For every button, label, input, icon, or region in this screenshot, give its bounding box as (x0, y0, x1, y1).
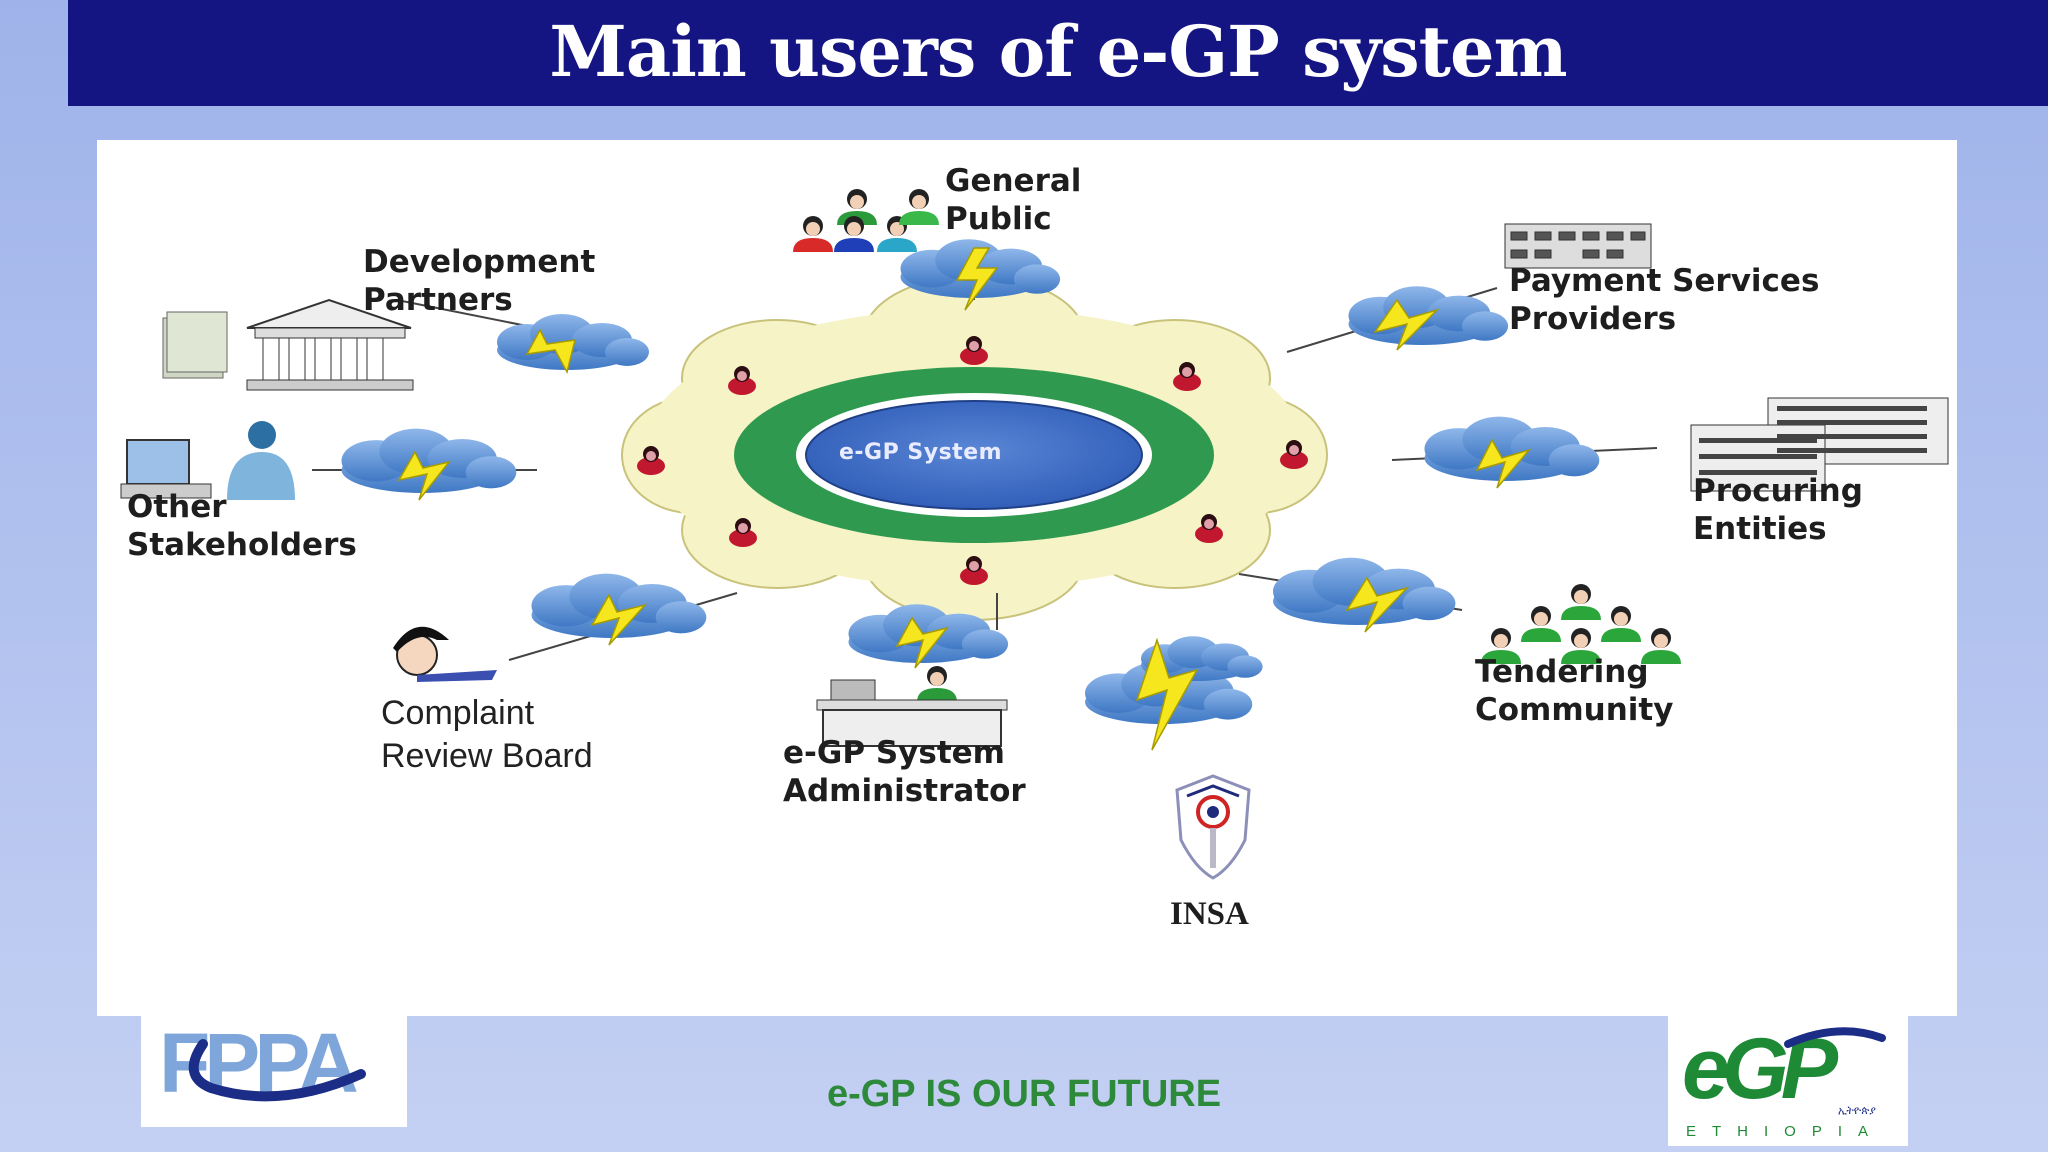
tendering-community-icon (1481, 584, 1681, 664)
tendering-community-label: Tendering Community (1475, 654, 1674, 728)
egp-logo: eGP ኢትዮጵያ ETHIOPIA (1668, 1014, 1908, 1146)
core-circle (805, 400, 1143, 510)
procuring-entities-label: Procuring Entities (1693, 473, 1863, 547)
insa-label: INSA (1170, 896, 1249, 932)
procuring-building-icon (1690, 397, 1949, 492)
development-partners-label: Development Partners (363, 244, 596, 318)
workstation-icon (120, 421, 295, 500)
slogan: e-GP IS OUR FUTURE (826, 1073, 1222, 1115)
core-label: e-GP System (839, 440, 1003, 465)
admin-desk-icon (816, 666, 1008, 747)
fppa-logo-mark: FPPA (159, 1016, 366, 1110)
reviewer-icon (393, 626, 497, 682)
payment-building-icon (1504, 223, 1652, 269)
other-stakeholders-label: Other Stakeholders (127, 489, 357, 563)
diagram-panel: e-GP System General Public Development P… (97, 140, 1957, 1016)
general-public-label: General Public (945, 163, 1082, 237)
general-public-icon (793, 189, 939, 252)
users-diagram (120, 189, 1949, 880)
egp-logo-mark: eGP ኢትዮጵያ ETHIOPIA (1682, 1021, 1886, 1140)
lightning-bolts (397, 247, 1532, 751)
complaint-review-board-label: Complaint Review Board (381, 694, 593, 775)
egp-logo-country: ETHIOPIA (1686, 1123, 1884, 1140)
insa-shield-icon (1175, 774, 1251, 880)
fppa-logo: FPPA (141, 1014, 407, 1127)
slide-title: Main users of e-GP system (549, 9, 1567, 93)
title-bar: Main users of e-GP system (68, 0, 2048, 106)
payment-services-label: Payment Services Providers (1509, 263, 1820, 337)
bank-icon (162, 298, 414, 391)
egp-logo-script: ኢትዮጵያ (1838, 1104, 1876, 1117)
egp-admin-label: e-GP System Administrator (783, 735, 1026, 809)
